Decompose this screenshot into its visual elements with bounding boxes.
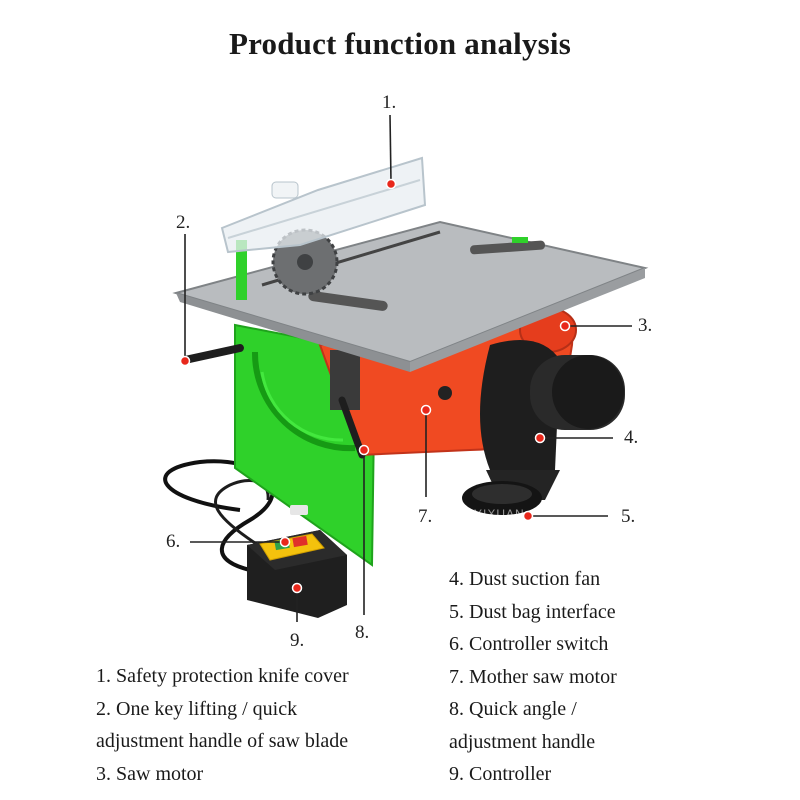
lifting-handle [181, 344, 244, 364]
table-slot-1 [308, 291, 388, 311]
callout-8: 8. [355, 622, 370, 643]
legend-item: 9. Controller [449, 763, 552, 785]
angle-arc [251, 351, 356, 452]
callout-9: 9. [290, 630, 305, 651]
legend-right: 4. Dust suction fan 5. Dust bag interfac… [449, 563, 617, 791]
marker-4 [534, 432, 546, 444]
marker-7 [420, 404, 432, 416]
watermark: ROYIXUAN [454, 507, 525, 521]
page-title: Product function analysis [228, 26, 572, 61]
legend-item: 1. Safety protection knife cover [96, 665, 349, 687]
guard-post [236, 240, 247, 300]
marker-3 [559, 320, 571, 332]
legend-item: adjustment handle of saw blade [96, 730, 349, 752]
legend-item: 3. Saw motor [96, 762, 204, 785]
controller-switch [259, 533, 325, 561]
legend-item: 7. Mother saw motor [449, 665, 617, 688]
motor-switch [438, 386, 452, 400]
callout-3: 3. [638, 315, 653, 336]
frame-bolt [290, 505, 308, 515]
legend-item: 8. Quick angle / [449, 698, 577, 720]
legend-item: 2. One key lifting / quick [96, 697, 298, 720]
marker-5 [522, 510, 534, 522]
marker-8 [358, 444, 370, 456]
table-slot-2 [470, 240, 545, 255]
legend-left: 1. Safety protection knife cover 2. One … [96, 660, 349, 790]
legend-item: 6. Controller switch [449, 633, 609, 655]
callout-6: 6. [166, 531, 181, 552]
marker-2 [179, 355, 191, 367]
marker-6 [279, 536, 291, 548]
callout-2: 2. [176, 212, 191, 233]
marker-1 [385, 178, 397, 190]
legend-item: 5. Dust bag interface [449, 600, 616, 623]
callout-7: 7. [418, 506, 433, 527]
safety-knife-cover [220, 156, 427, 254]
callout-4: 4. [624, 427, 639, 448]
angle-handle [338, 396, 366, 459]
callout-1: 1. [382, 92, 397, 113]
marker-9 [291, 582, 303, 594]
legend-item: 4. Dust suction fan [449, 568, 601, 590]
callout-5: 5. [621, 506, 636, 527]
legend-item: adjustment handle [449, 730, 596, 753]
